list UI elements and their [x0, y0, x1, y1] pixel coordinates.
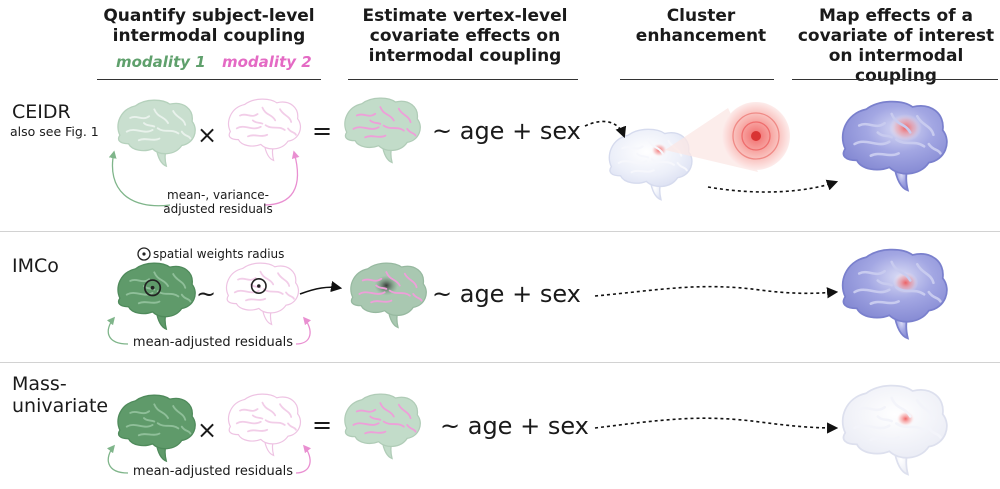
ceidr-arrow-to-map	[707, 179, 839, 193]
mass-residual-arrow-right	[295, 444, 311, 474]
header-quantify: Quantify subject-level intermodal coupli…	[103, 6, 315, 46]
mass-residual-arrow-left	[107, 444, 129, 474]
header-estimate: Estimate vertex-level covariate effects …	[362, 6, 568, 66]
imco-brain-coupling	[350, 262, 427, 329]
ceidr-brain-modality1	[117, 99, 196, 168]
cluster-zoom	[665, 102, 790, 172]
row-title-imco: IMCo	[12, 255, 59, 277]
ceidr-brain-effect	[841, 100, 948, 192]
row-separator-2	[0, 362, 1000, 363]
imco-radius-label: spatial weights radius	[153, 247, 285, 261]
ceidr-times: ×	[197, 121, 218, 149]
ceidr-equals: =	[312, 117, 333, 145]
mass-brain-modality1	[117, 394, 196, 463]
ceidr-brain-coupling	[344, 97, 421, 164]
mass-times: ×	[197, 416, 218, 444]
mass-model: ~ age + sex	[440, 412, 589, 440]
target-icon	[137, 247, 151, 261]
header-underline-cluster	[620, 79, 774, 80]
imco-residual-arrow-right	[295, 316, 311, 345]
ceidr-arrow-to-cluster	[584, 120, 627, 139]
modality-2-label: modality 2	[222, 53, 312, 71]
ceidr-residual-arrow-left	[108, 150, 171, 207]
imco-tilde: ~	[196, 280, 217, 308]
imco-residuals-label: mean-adjusted residuals	[132, 335, 294, 350]
imco-residual-arrow-left	[107, 316, 129, 345]
header-underline-quantify	[97, 79, 321, 80]
mass-arrow-to-map	[594, 417, 839, 434]
mass-brain-modality2	[228, 393, 301, 457]
imco-brain-modality1	[117, 262, 196, 331]
header-underline-estimate	[348, 79, 578, 80]
ceidr-residuals-label: mean-, variance-adjusted residuals	[163, 188, 273, 216]
mass-brain-effect	[841, 384, 948, 476]
mass-brain-coupling	[344, 393, 421, 460]
mass-equals: =	[312, 411, 333, 439]
ceidr-brain-cluster	[608, 128, 693, 201]
ceidr-residual-arrow-right	[263, 150, 300, 206]
header-map: Map effects of a covariate of interest o…	[797, 6, 995, 86]
imco-arrow-to-coupling	[299, 281, 343, 295]
imco-arrow-to-map	[594, 285, 839, 299]
mass-residuals-label: mean-adjusted residuals	[132, 464, 294, 479]
row-title-ceidr: CEIDR	[12, 101, 71, 123]
header-underline-map	[792, 79, 998, 80]
ceidr-brain-modality2	[228, 98, 301, 162]
imco-model: ~ age + sex	[432, 280, 581, 308]
ceidr-model: ~ age + sex	[432, 117, 581, 145]
header-cluster: Cluster enhancement	[635, 6, 767, 46]
row-separator-1	[0, 231, 1000, 232]
imco-brain-effect	[841, 248, 948, 340]
row-subtitle-ceidr: also see Fig. 1	[10, 124, 99, 139]
imco-brain-modality2	[226, 262, 299, 326]
row-title-mass: Mass-univariate	[12, 373, 109, 417]
modality-1-label: modality 1	[116, 53, 206, 71]
